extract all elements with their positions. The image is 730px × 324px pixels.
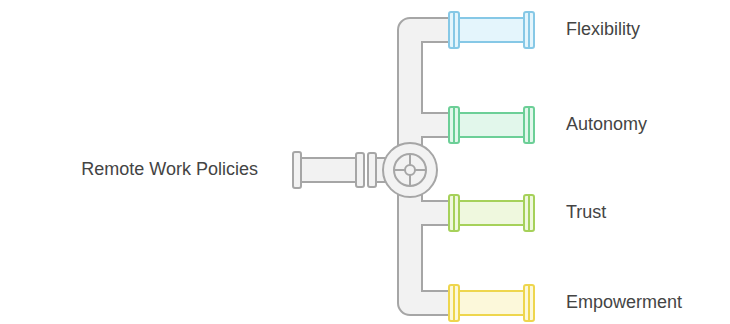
outlet-label: Trust [566, 202, 606, 222]
inlet-pipe: Remote Work Policies [81, 150, 378, 190]
outlet-pipe: Flexibility [448, 10, 640, 50]
pipe-outlet [448, 193, 536, 233]
outlet-pipe: Trust [448, 193, 606, 233]
pipe-segment [292, 150, 378, 190]
pipe-outlet [448, 10, 536, 50]
pipe-outlet [448, 105, 536, 145]
source-label: Remote Work Policies [81, 159, 258, 179]
valve-symbol [383, 143, 437, 197]
outlet-pipe: Autonomy [448, 105, 647, 145]
outlet-label: Empowerment [566, 292, 682, 312]
outlet-pipe: Empowerment [448, 283, 682, 323]
pipe-outlet [448, 283, 536, 323]
outlet-label: Autonomy [566, 114, 647, 134]
outlet-label: Flexibility [566, 19, 640, 39]
